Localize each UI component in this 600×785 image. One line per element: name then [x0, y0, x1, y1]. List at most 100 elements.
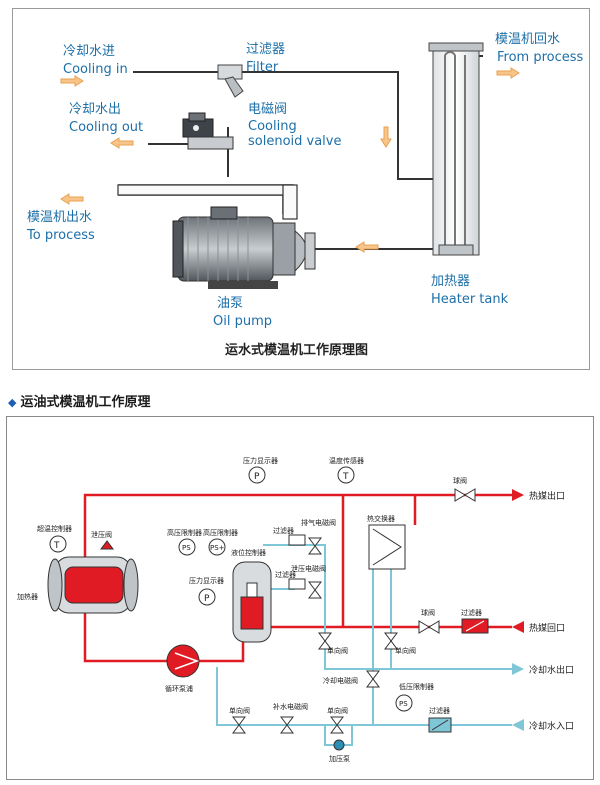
pump-label-en: Oil pump: [213, 314, 272, 329]
pressure-display-gauge: [248, 466, 266, 484]
to-process-label-en: To process: [26, 228, 95, 243]
over-temp-symbol: T: [53, 541, 60, 551]
return-label-en: From process: [497, 50, 584, 65]
oil-type-diagram: T P T PS PS+ P P: [17, 456, 574, 763]
symbol-t-1: T: [342, 472, 349, 482]
filters: [288, 534, 489, 733]
hot-supply-line: [83, 493, 512, 557]
check-valve-1-label: 单向阀: [327, 646, 348, 655]
cooling-out-arrow: [110, 137, 134, 149]
check-valve-4-icon: [330, 716, 344, 734]
ball-valve-2-label: 球阀: [421, 608, 435, 617]
hot-oil-lines: [83, 493, 512, 663]
heater-label-cn: 加热器: [431, 274, 470, 289]
booster-pump-icon: [333, 739, 345, 751]
valves: [232, 488, 476, 734]
pump-label-cn: 油泵: [217, 296, 243, 311]
to-process-arrow: [60, 193, 84, 205]
over-temp-label: 超温控制器: [37, 524, 72, 533]
cooling-out-label-en: Cooling out: [69, 120, 143, 135]
filter-1-icon: [288, 534, 306, 546]
cooling-out-label-cn: 冷却水出: [69, 102, 121, 117]
ball-valve-1-icon: [454, 488, 476, 502]
hot-return-arrow: [512, 621, 524, 633]
diamond-bullet-icon: ◆: [8, 396, 17, 409]
cooling-in-line: [216, 667, 512, 726]
heater-icon: [47, 556, 139, 614]
circulation-pump-label: 循环泵浦: [165, 684, 193, 693]
makeup-valve-label: 补水电磁阀: [273, 702, 308, 711]
heater-tank-icon: [428, 42, 484, 256]
cooling-in-label-cn: 冷却水进: [63, 44, 115, 59]
over-temp-gauge: [49, 535, 67, 553]
pressure-display-label: 压力显示器: [243, 456, 278, 465]
check-valve-2-label: 单向阀: [395, 646, 416, 655]
gauges: [178, 466, 413, 712]
solenoid-valve-icon: [182, 112, 234, 150]
tank-vent-line: [263, 544, 326, 627]
filter-2-label: 过滤器: [275, 570, 296, 579]
section-title-text: 运油式模温机工作原理: [20, 395, 151, 410]
temp-sensor-label: 温度传感器: [329, 456, 364, 465]
down-flow-arrow: [380, 126, 392, 148]
symbol-p-1: P: [254, 472, 260, 482]
water-type-diagram-panel: 冷却水进 Cooling in 过滤器 Filter 模温机回水 From pr…: [12, 8, 590, 370]
booster-pump-label: 加压泵: [329, 754, 350, 763]
high-pressure-1-label: 高压限制器: [167, 528, 202, 537]
cooling-solenoid-icon: [366, 670, 380, 688]
symbol-ps-2: PS: [399, 700, 408, 708]
filter-label-en: Filter: [246, 60, 279, 75]
cool-in-arrow: [512, 719, 524, 731]
expansion-tank-icon: [232, 561, 272, 643]
high-pressure-2-label: 高压限制器: [203, 528, 238, 537]
water-type-diagram: 冷却水进 Cooling in 过滤器 Filter 模温机回水 From pr…: [26, 32, 584, 358]
heater-label: 加热器: [17, 592, 38, 601]
cool-in-label: 冷却水入口: [529, 720, 574, 732]
filter-icon: [217, 64, 244, 98]
pressure-display-gauge-2: [198, 588, 216, 606]
flow-arrows: [60, 67, 520, 253]
heat-exchanger-label: 热交换器: [367, 514, 395, 523]
symbol-ps-1: PS: [182, 544, 191, 552]
circulation-pump-icon: [166, 644, 200, 678]
relief-valve-label: 泄压阀: [91, 530, 112, 539]
symbol-p-2: P: [204, 594, 210, 604]
check-valve-1-icon: [318, 632, 332, 650]
cooling-solenoid-label: 冷却电磁阀: [323, 676, 358, 685]
relief-solenoid-icon: [308, 581, 322, 599]
temp-sensor-gauge: [337, 466, 355, 484]
cooling-in-arrow: [60, 75, 84, 87]
outlet-pipe-bottom: [118, 194, 284, 214]
outlet-pipe-body: [117, 184, 294, 196]
outlet-pipe-elbow: [282, 184, 298, 220]
low-pressure-gauge: [395, 694, 413, 712]
check-valve-3-label: 单向阀: [229, 706, 250, 715]
high-pressure-gauge-2: [208, 538, 226, 556]
ball-valve-1-label: 球阀: [453, 476, 467, 485]
ball-valve-2-icon: [418, 620, 440, 634]
relief-solenoid-label: 泄压电磁阀: [291, 564, 326, 573]
section-title: ◆运油式模温机工作原理: [8, 391, 150, 410]
hot-return-label: 热媒回口: [529, 622, 565, 634]
check-valve-2-icon: [384, 632, 398, 650]
low-pressure-label: 低压限制器: [399, 682, 434, 691]
return-flow-arrow: [496, 67, 520, 79]
cool-out-label: 冷却水出口: [529, 664, 574, 676]
valve-label-en-1: Cooling: [248, 119, 297, 134]
cool-out-arrow: [512, 663, 524, 675]
check-valve-3-icon: [232, 716, 246, 734]
filter-to-tank-pipe: [238, 71, 433, 180]
exhaust-valve-icon: [308, 537, 322, 555]
diagram-caption: 运水式模温机工作原理图: [225, 342, 368, 358]
port-arrows: [512, 489, 524, 731]
filter-label-cn: 过滤器: [246, 42, 285, 57]
level-control-label: 液位控制器: [231, 548, 266, 557]
heat-exchanger-icon: [368, 524, 406, 570]
to-process-label-cn: 模温机出水: [27, 210, 92, 225]
filter-4-label: 过滤器: [429, 706, 450, 715]
heater-label-en: Heater tank: [431, 292, 509, 307]
filter-1-label: 过滤器: [273, 526, 294, 535]
check-valve-4-label: 单向阀: [327, 706, 348, 715]
pressure-display-2-label: 压力显示器: [189, 576, 224, 585]
return-label-cn: 模温机回水: [495, 32, 560, 47]
